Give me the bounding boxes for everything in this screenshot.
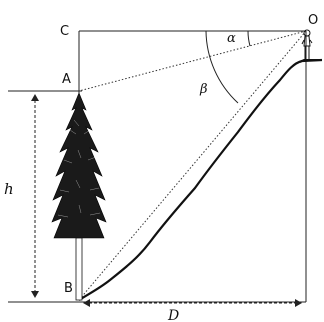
sight-line-o-a [78, 30, 307, 92]
cliff-edge [299, 59, 322, 63]
person-figure-icon [301, 29, 313, 60]
distance-label: D [167, 308, 179, 322]
sight-line-o-b [78, 30, 307, 301]
terrain-slope [78, 58, 323, 301]
angle-label-alpha: α [227, 31, 236, 46]
angle-label-beta: β [199, 82, 208, 97]
conifer-tree-icon [51, 92, 107, 301]
point-label-a: A [62, 72, 71, 87]
tree-texture [57, 119, 101, 218]
angle-alpha-arc [247, 30, 251, 47]
point-label-b: B [64, 281, 73, 296]
point-label-c: C [60, 24, 69, 39]
angle-beta-arc [205, 30, 239, 104]
height-label: h [4, 180, 14, 198]
point-label-o: O [308, 13, 318, 28]
